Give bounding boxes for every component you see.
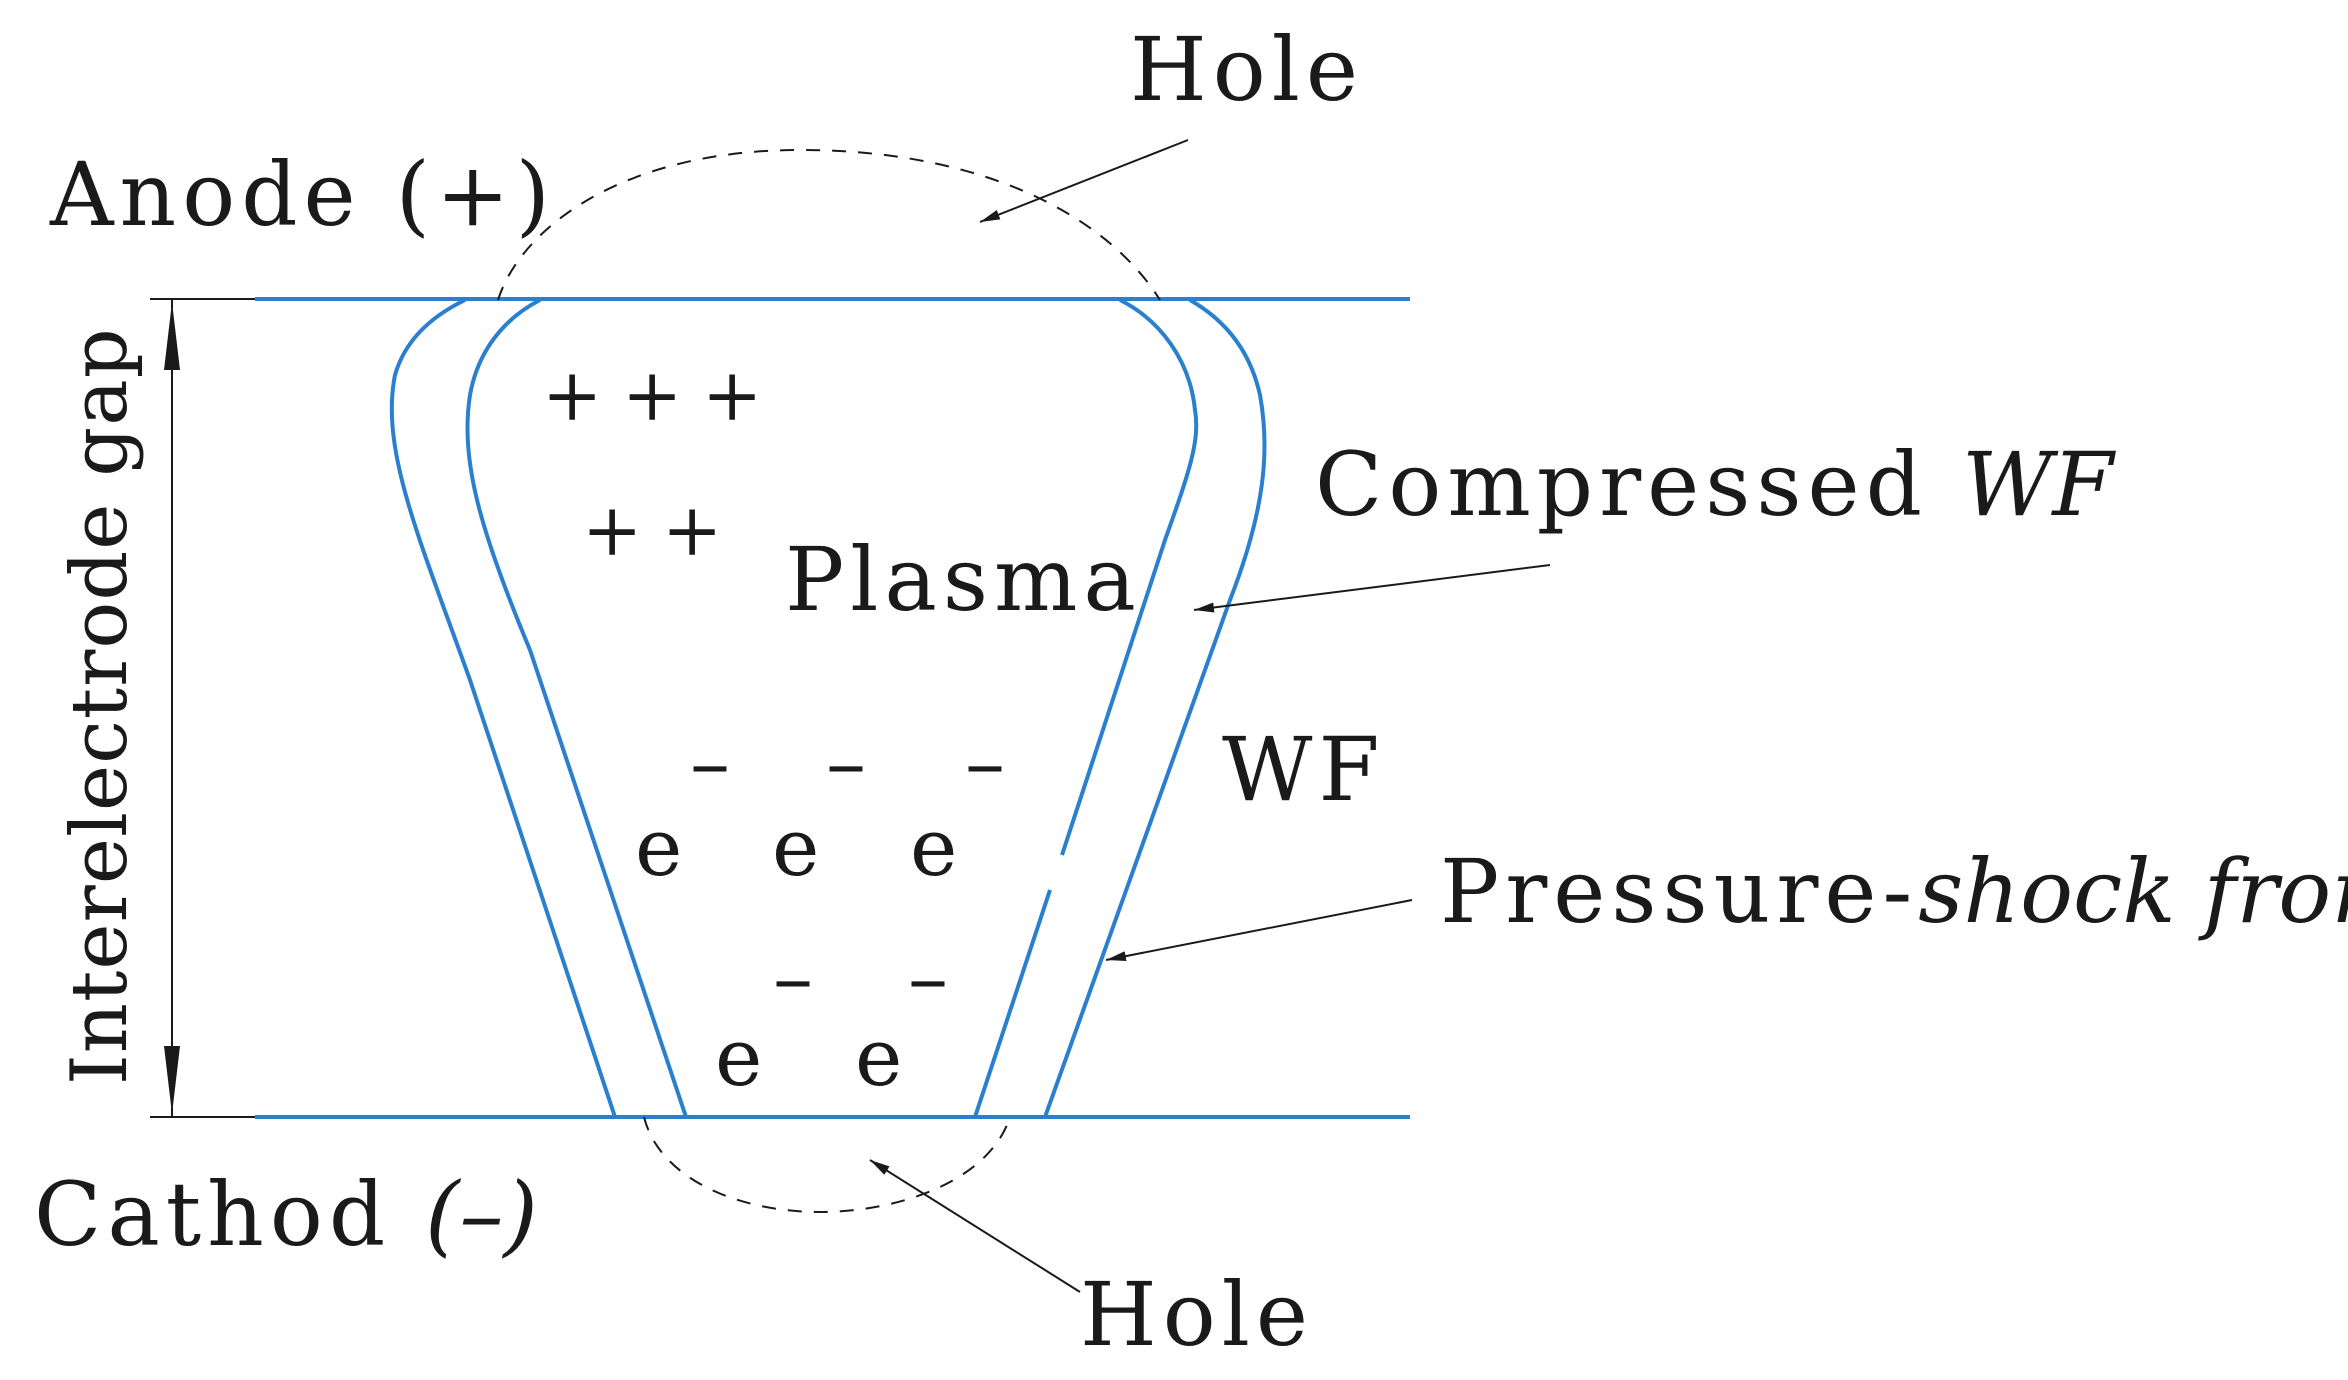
electron-minus: – <box>965 716 1005 809</box>
electron-minus: – <box>690 716 730 809</box>
hole-bottom-label: Hole <box>1080 1263 1314 1366</box>
inner-wall-right <box>973 889 1052 1118</box>
interelectrode-gap-label: Interelectrode gap <box>55 327 145 1085</box>
anode-label: Anode (+) <box>49 143 556 246</box>
inner-wall-right-upper <box>1060 298 1199 856</box>
outer-wall-right <box>1043 298 1267 1118</box>
hole-top-label: Hole <box>1130 18 1364 121</box>
pressure-shock-front-label: Pressure-shock front <box>1440 840 2348 943</box>
hole-bottom-outline <box>643 1116 1011 1214</box>
hole-bottom-arrow <box>869 1159 1081 1293</box>
electron-symbol: e <box>635 801 682 894</box>
hole-top-arrow <box>979 139 1189 223</box>
compressed-wf-prefix: Compressed <box>1315 433 1962 536</box>
plus-sign: + <box>702 353 762 437</box>
electron-symbol: e <box>715 1011 762 1104</box>
inner-wall-left <box>465 298 688 1118</box>
plus-sign: + <box>582 488 642 572</box>
electron-symbol: e <box>772 801 819 894</box>
hole-top-outline <box>497 148 1161 301</box>
compressed-wf-label: Compressed WF <box>1315 433 2116 536</box>
pressure-prefix: Pressure- <box>1440 840 1918 943</box>
cathode-prefix: Cathod <box>34 1163 425 1266</box>
plus-sign: + <box>542 353 602 437</box>
cathode-label: Cathod (–) <box>34 1163 538 1266</box>
wf-label: WF <box>1222 718 1386 821</box>
electron-symbol: e <box>910 801 957 894</box>
compressed-wf-arrow <box>1193 564 1551 613</box>
plus-sign: + <box>662 488 722 572</box>
gap-arrow-bottom <box>164 1046 180 1114</box>
plasma-label: Plasma <box>785 528 1142 631</box>
electron-minus: – <box>908 931 948 1024</box>
compressed-wf-italic: WF <box>1962 433 2116 536</box>
gap-arrow-top <box>164 302 180 370</box>
electron-minus: – <box>773 931 813 1024</box>
cathode-italic: (–) <box>425 1163 538 1266</box>
electron-minus: – <box>826 716 866 809</box>
outer-wall-left <box>389 298 617 1118</box>
pressure-italic: shock front <box>1918 840 2348 943</box>
plus-sign: + <box>622 353 682 437</box>
electron-symbol: e <box>855 1011 902 1104</box>
pressure-shock-arrow <box>1105 899 1413 962</box>
